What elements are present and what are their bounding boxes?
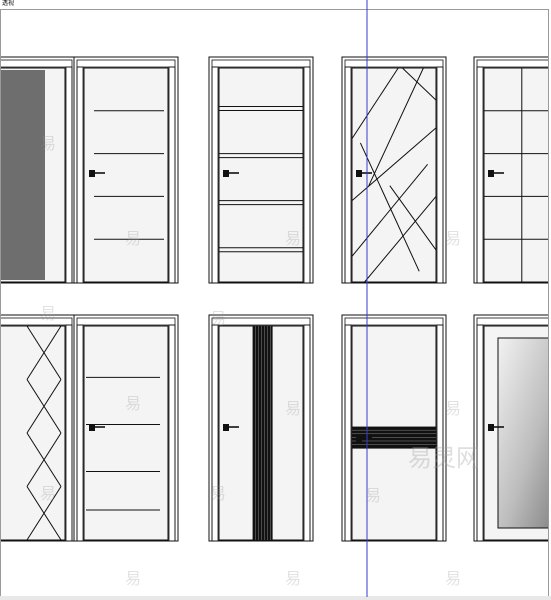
door-handle-rose xyxy=(223,170,229,177)
door-partial-dark-panel xyxy=(1,56,76,284)
panel-line xyxy=(359,142,420,272)
door-gradient-glass xyxy=(473,314,548,542)
panel-line xyxy=(26,432,62,487)
door-partial-x-lattice xyxy=(1,314,76,542)
door-horizontal-double-lines xyxy=(208,56,314,284)
door-handle-rose xyxy=(356,170,362,177)
panel-line xyxy=(26,379,62,434)
door-horizontal-lines-4 xyxy=(73,56,179,284)
door-handle-rose xyxy=(488,424,494,431)
panel-line xyxy=(402,67,437,101)
dark-panel xyxy=(1,70,45,280)
door-leaf xyxy=(483,67,548,283)
panel-line xyxy=(351,67,399,139)
panel-line xyxy=(26,325,62,380)
viewport-title-bar: 透视 xyxy=(0,0,551,9)
viewport-label: 透视 xyxy=(2,0,15,7)
door-handle-rose xyxy=(89,170,95,177)
door-handle-rose xyxy=(488,170,494,177)
door-horizontal-lines-3 xyxy=(73,314,179,542)
door-leaf xyxy=(83,67,169,283)
panel-line xyxy=(368,67,424,186)
door-leaf xyxy=(83,325,169,541)
panel-line xyxy=(26,486,62,541)
door-vertical-black-strip xyxy=(208,314,314,542)
panel-line xyxy=(351,127,437,202)
glass-panel xyxy=(497,337,548,529)
panel-line xyxy=(364,196,437,283)
status-strip xyxy=(0,596,551,600)
door-diagonal-lines xyxy=(341,56,447,284)
panel-line xyxy=(351,163,428,257)
door-handle-rose xyxy=(356,434,362,442)
door-leaf xyxy=(218,67,304,283)
door-handle-rose xyxy=(223,424,229,431)
door-leaf xyxy=(1,325,66,541)
door-grid-panel xyxy=(473,56,548,284)
door-handle-rose xyxy=(89,424,95,431)
panel-line xyxy=(389,185,437,251)
door-leaf xyxy=(351,67,437,283)
door-horizontal-black-band xyxy=(341,314,447,542)
